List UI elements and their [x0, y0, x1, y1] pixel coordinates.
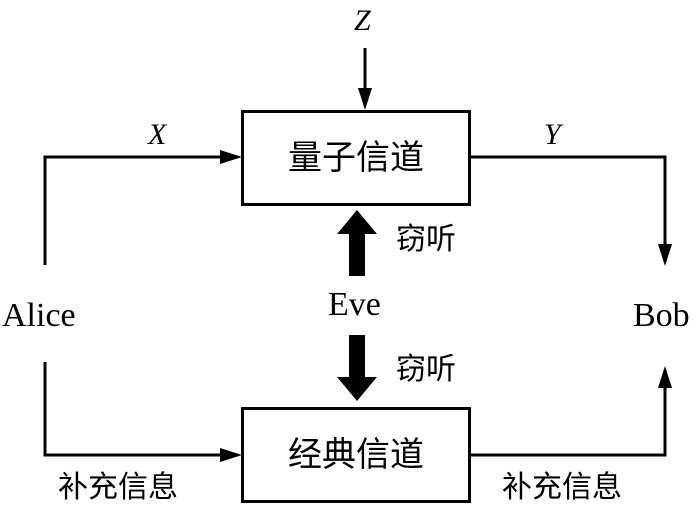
edge-classical-to-bob [470, 380, 667, 457]
side-info-bob-label: 补充信息 [502, 470, 622, 505]
variable-y-label: Y [544, 118, 561, 151]
classical-channel-label: 经典信道 [288, 435, 424, 475]
eavesdrop-classical-label: 窃听 [396, 352, 456, 387]
arrowhead-quantum-bob [658, 244, 672, 266]
quantum-channel-box: 量子信道 [241, 110, 471, 206]
variable-z-label: Z [354, 4, 371, 37]
variable-x-label: X [148, 118, 167, 151]
arrowhead-alice-quantum [220, 150, 242, 164]
eve-label: Eve [328, 286, 381, 323]
bob-label: Bob [633, 297, 690, 334]
classical-channel-box: 经典信道 [241, 407, 471, 503]
quantum-channel-label: 量子信道 [288, 138, 424, 178]
arrowhead-z-quantum [358, 88, 372, 110]
side-info-alice-label: 补充信息 [58, 470, 178, 505]
edge-alice-to-classical [43, 362, 238, 457]
arrowhead-alice-classical [220, 448, 242, 462]
eve-down-arrow [337, 335, 377, 401]
eve-up-arrow [337, 210, 377, 276]
alice-label: Alice [2, 297, 76, 334]
arrowhead-classical-bob [658, 366, 672, 388]
edge-quantum-to-bob [470, 155, 667, 250]
edge-alice-to-quantum [43, 155, 238, 265]
eavesdrop-quantum-label: 窃听 [396, 222, 456, 257]
